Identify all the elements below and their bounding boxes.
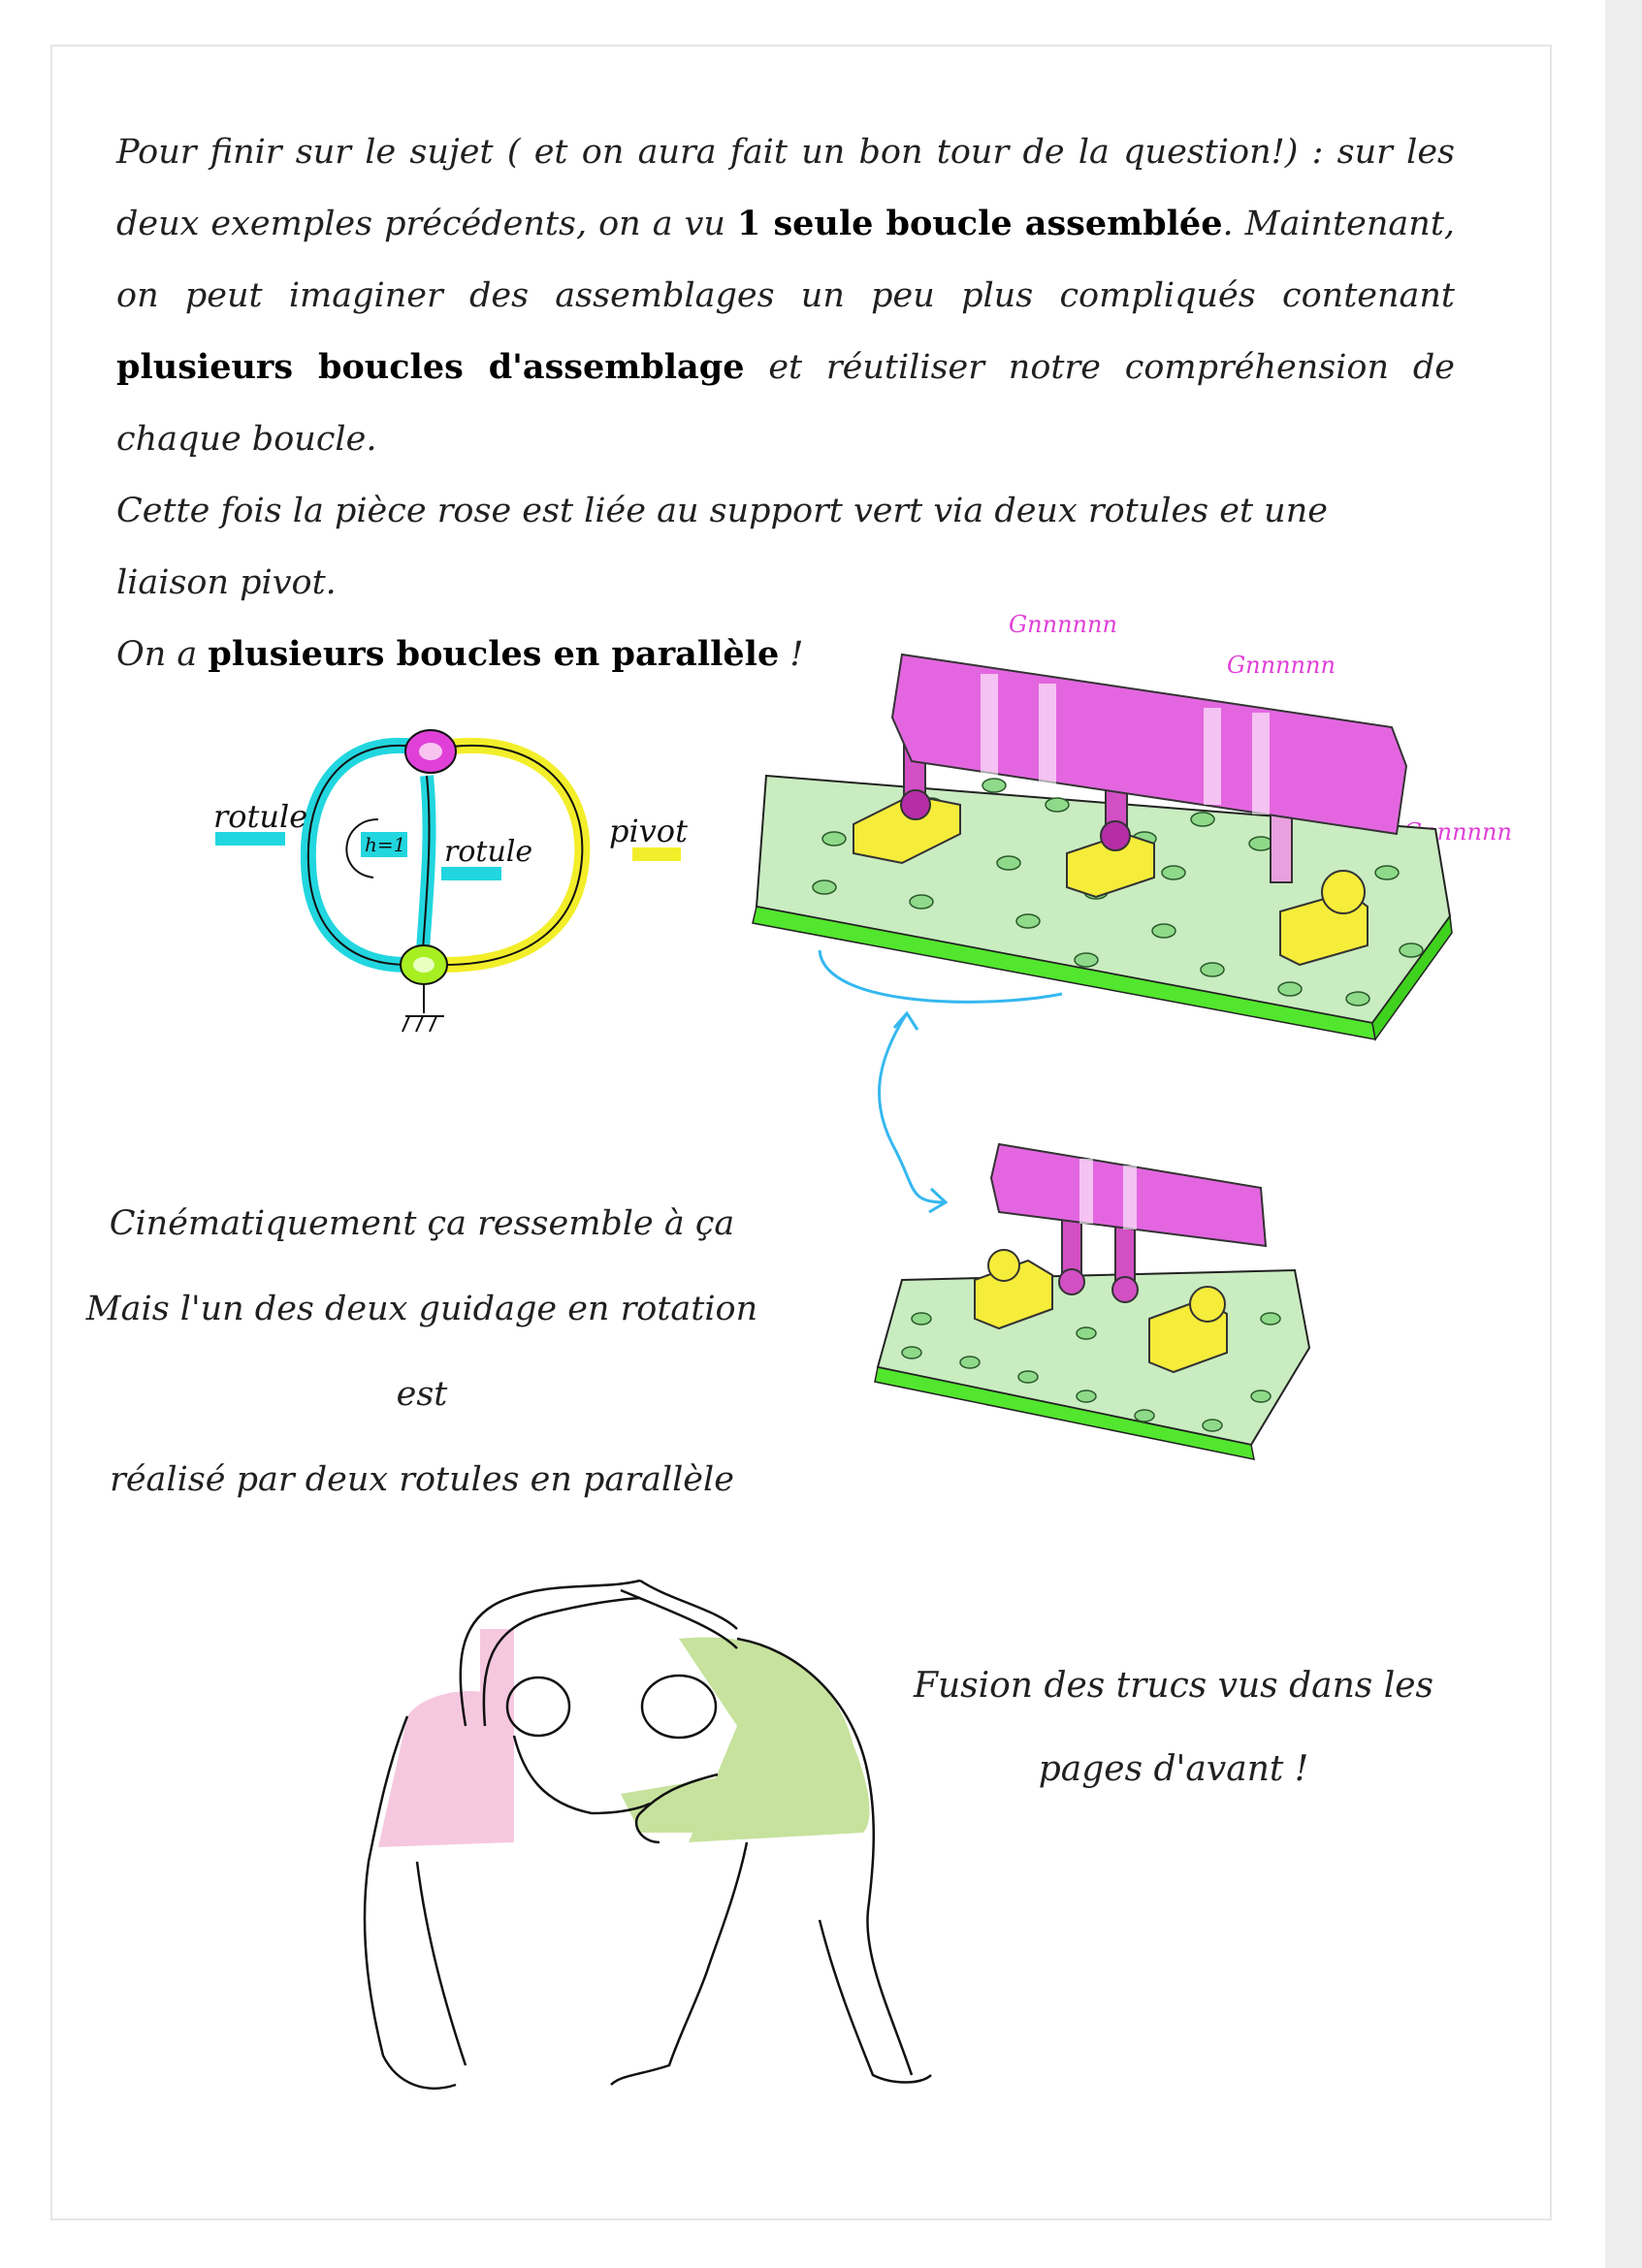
intro-text-1: Pour finir sur le sujet ( et on aura fai…	[116, 133, 1455, 243]
intro-text-3: et réutiliser notre compréhension de cha…	[116, 348, 1455, 459]
intro-bold-single-loop: 1 seule boucle assemblée	[737, 204, 1223, 243]
parallel-loops-bold: plusieurs boucles en parallèle	[208, 634, 780, 674]
intro-bold-multiple-loops: plusieurs boucles d'assemblage	[116, 347, 745, 387]
second-paragraph-line1: Cette fois la pièce rose est liée au sup…	[116, 492, 1328, 602]
fusion-line2: pages d'avant !	[1038, 1749, 1309, 1789]
kinematic-caption: Cinématiquement ça ressemble à ça Mais l…	[73, 1181, 771, 1522]
intro-paragraph: Pour finir sur le sujet ( et on aura fai…	[116, 116, 1455, 475]
caption-line2: Mais l'un des deux guidage en rotation e…	[85, 1290, 758, 1414]
line2-pre: On a	[116, 635, 209, 674]
caption-line3: réalisé par deux rotules en parallèle	[110, 1460, 734, 1499]
caption-line1: Cinématiquement ça ressemble à ça	[109, 1204, 735, 1243]
second-paragraph: Cette fois la pièce rose est liée au sup…	[116, 475, 1435, 690]
intro-text-2: . Maintenant, on peut imaginer des assem…	[116, 205, 1456, 315]
line2-post: !	[779, 635, 804, 674]
fusion-line1: Fusion des trucs vus dans les	[913, 1666, 1433, 1706]
fusion-note: Fusion des trucs vus dans les pages d'av…	[883, 1645, 1465, 1811]
second-paragraph-line2: On a plusieurs boucles en parallèle !	[116, 619, 1435, 690]
right-scroll-gutter	[1605, 0, 1642, 2268]
